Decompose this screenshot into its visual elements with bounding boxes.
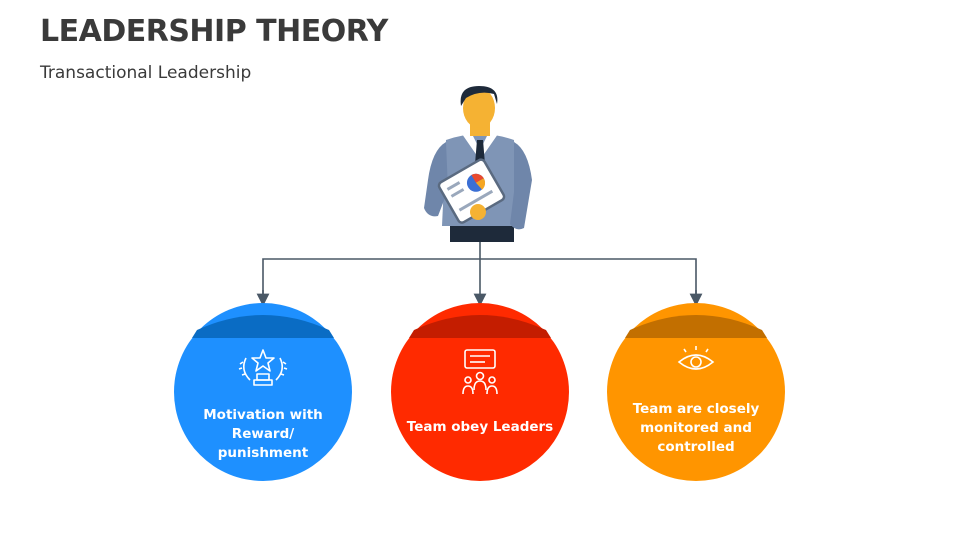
node-circle (174, 303, 352, 481)
node-label-motivation: Motivation with Reward/ punishment (203, 407, 323, 461)
connector-lines (256, 242, 703, 307)
node-label-team-obey: Team obey Leaders (406, 419, 554, 435)
team-presentation-icon (462, 349, 498, 395)
page-title: LEADERSHIP THEORY (40, 14, 388, 49)
node-monitored (607, 303, 785, 481)
node-label-monitored: Team are closely monitored and controlle… (632, 401, 760, 455)
node-circle (391, 303, 569, 481)
node-circle (607, 303, 785, 481)
node-motivation (174, 303, 352, 481)
node-team-obey (391, 303, 569, 481)
eye-icon (677, 346, 715, 370)
page-subtitle: Transactional Leadership (40, 63, 252, 83)
leader-figure-icon (424, 86, 532, 242)
trophy-star-laurel-icon (238, 349, 288, 386)
